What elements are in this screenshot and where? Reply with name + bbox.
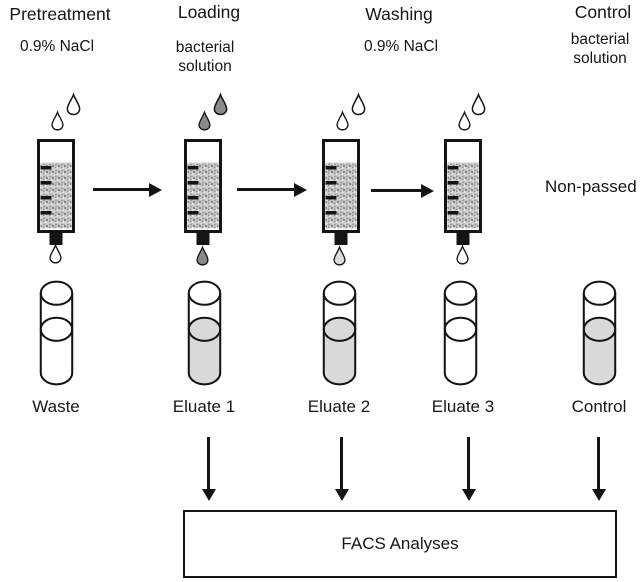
tube-label-control: Control <box>571 397 627 416</box>
column-matrix <box>447 162 479 229</box>
chromatography-column-4 <box>444 139 482 245</box>
droplet-icon <box>198 110 211 131</box>
tube-label-eluate-1: Eluate 1 <box>172 397 236 416</box>
tube-waste <box>39 280 74 386</box>
droplet-icon <box>49 243 62 264</box>
droplet-in-large-col1 <box>66 92 81 116</box>
column-matrix <box>187 162 219 229</box>
column-nozzle <box>456 232 470 245</box>
droplet-icon <box>51 110 64 131</box>
droplet-icon <box>458 110 471 131</box>
stage-sub-washing: 0.9% NaCl <box>363 38 439 55</box>
droplet-out-col2 <box>196 245 209 266</box>
stage-sub-control: bacterial solution <box>570 31 630 67</box>
droplet-in-small-col1 <box>51 110 64 131</box>
facs-analyses-label: FACS Analyses <box>341 534 459 553</box>
facs-arrow-eluate-3 <box>461 437 477 501</box>
droplet-in-small-col4 <box>458 110 471 131</box>
stage-title-pretreatment: Pretreatment <box>9 4 111 24</box>
droplet-icon <box>456 244 469 265</box>
flow-arrow-2 <box>237 182 307 198</box>
tube-liquid <box>583 329 616 385</box>
stage-title-loading: Loading <box>177 2 241 22</box>
tube-label-eluate-2: Eluate 2 <box>307 397 371 416</box>
stage-title-control: Control <box>574 2 632 22</box>
droplet-in-large-col2 <box>213 92 228 116</box>
tube-eluate-2 <box>322 280 357 386</box>
droplet-icon <box>213 92 228 116</box>
tube-eluate-3 <box>443 280 478 386</box>
tube-eluate-1 <box>187 280 222 386</box>
column-nozzle <box>334 232 348 245</box>
droplet-in-large-col4 <box>471 92 486 116</box>
droplet-icon <box>471 92 486 116</box>
stage-title-washing: Washing <box>365 4 433 24</box>
droplet-out-col1 <box>49 243 62 264</box>
droplet-in-small-col3 <box>336 110 349 131</box>
chromatography-column-1 <box>37 139 75 245</box>
column-nozzle <box>49 232 63 245</box>
facs-analyses-box: FACS Analyses <box>183 510 617 578</box>
chromatography-column-2 <box>184 139 222 245</box>
stage-sub-loading: bacterial solution <box>175 39 235 75</box>
non-passed-label: Non-passed <box>545 177 637 196</box>
droplet-out-col3 <box>333 245 346 266</box>
tube-label-eluate-3: Eluate 3 <box>431 397 495 416</box>
facs-arrow-eluate-2 <box>334 437 350 501</box>
tube-liquid <box>188 329 221 385</box>
facs-arrow-control <box>591 437 607 501</box>
column-matrix <box>325 162 357 229</box>
column-nozzle <box>196 232 210 245</box>
droplet-out-col4 <box>456 244 469 265</box>
tube-label-waste: Waste <box>32 397 80 416</box>
chromatography-column-3 <box>322 139 360 245</box>
flow-arrow-1 <box>93 182 162 198</box>
droplet-icon <box>336 110 349 131</box>
droplet-in-small-col2 <box>198 110 211 131</box>
droplet-icon <box>351 92 366 116</box>
tube-control <box>582 280 617 386</box>
tube-liquid <box>323 329 356 385</box>
column-matrix <box>40 162 72 229</box>
droplet-in-large-col3 <box>351 92 366 116</box>
stage-sub-pretreatment: 0.9% NaCl <box>19 38 95 55</box>
facs-arrow-eluate-1 <box>201 437 217 501</box>
flow-arrow-3 <box>371 183 434 199</box>
droplet-icon <box>333 245 346 266</box>
droplet-icon <box>66 92 81 116</box>
droplet-icon <box>196 245 209 266</box>
